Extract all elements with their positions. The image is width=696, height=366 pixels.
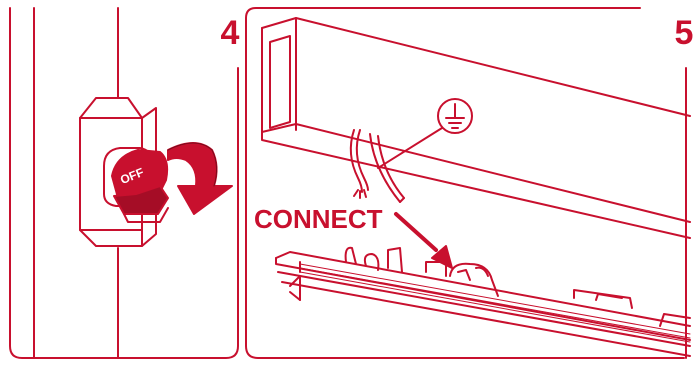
panel-step-5	[246, 8, 690, 358]
supply-wires	[351, 130, 404, 202]
connect-arrow-icon	[396, 214, 452, 268]
step-number-5: 5	[675, 14, 694, 52]
ground-symbol-icon	[438, 99, 472, 133]
connect-label: CONNECT	[254, 204, 383, 234]
breaker-knob	[112, 150, 168, 222]
step-number-4: 4	[221, 14, 240, 52]
rotate-arrow-icon	[168, 143, 232, 214]
light-fixture-tray	[276, 248, 690, 356]
